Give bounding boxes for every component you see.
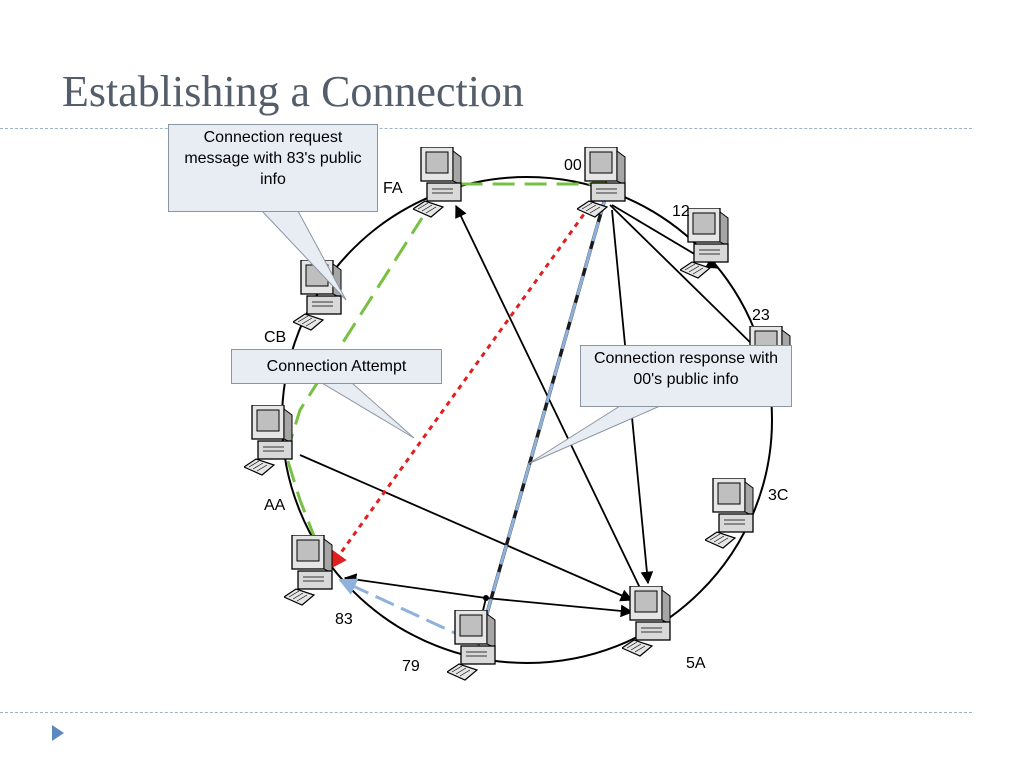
request-callout-text: Connection request message with 83's pub…: [184, 129, 362, 188]
junction-dot: [483, 595, 489, 601]
node-label-83: 83: [335, 611, 353, 628]
node-label-aa: AA: [264, 497, 286, 514]
link-79-83: [343, 573, 487, 599]
footer-bullet-icon: [52, 725, 64, 741]
node-label-79: 79: [402, 658, 420, 675]
title-divider: [0, 128, 972, 129]
slide-title: Establishing a Connection: [62, 67, 524, 116]
response-callout-text: Connection response with 00's public inf…: [593, 350, 779, 388]
attempt-callout-pointer: [320, 382, 415, 439]
computer-fa-icon: [413, 147, 462, 218]
node-label-fa: FA: [383, 180, 403, 197]
node-label-00: 00: [564, 157, 582, 174]
response-callout: Connection response with 00's public inf…: [580, 345, 792, 407]
response-79-83: [338, 578, 471, 642]
callout-pointers: [260, 210, 661, 465]
computer-79-icon: [447, 610, 496, 681]
response-00-79: [473, 194, 608, 647]
request-83-aa: [284, 454, 330, 573]
attempt-callout: Connection Attempt: [231, 349, 442, 384]
computer-5a-icon: [622, 586, 671, 657]
link-79-5a: [485, 597, 634, 618]
attempt-callout-text: Connection Attempt: [266, 358, 407, 375]
computer-aa-icon: [244, 405, 293, 476]
link-00-23: [609, 204, 761, 353]
computer-3c-icon: [705, 478, 754, 549]
node-label-3c: 3C: [768, 487, 788, 504]
node-label-cb: CB: [264, 329, 286, 346]
node-label-12: 12: [672, 203, 690, 220]
computer-83-icon: [284, 535, 333, 606]
response-path: [338, 194, 608, 647]
computer-00-icon: [577, 147, 626, 218]
request-callout: Connection request message with 83's pub…: [168, 124, 378, 212]
node-label-5a: 5A: [686, 655, 706, 672]
link-aa-5a: [299, 454, 634, 602]
footer-divider: [0, 712, 972, 713]
response-callout-pointer: [527, 405, 661, 465]
node-label-23: 23: [752, 307, 770, 324]
